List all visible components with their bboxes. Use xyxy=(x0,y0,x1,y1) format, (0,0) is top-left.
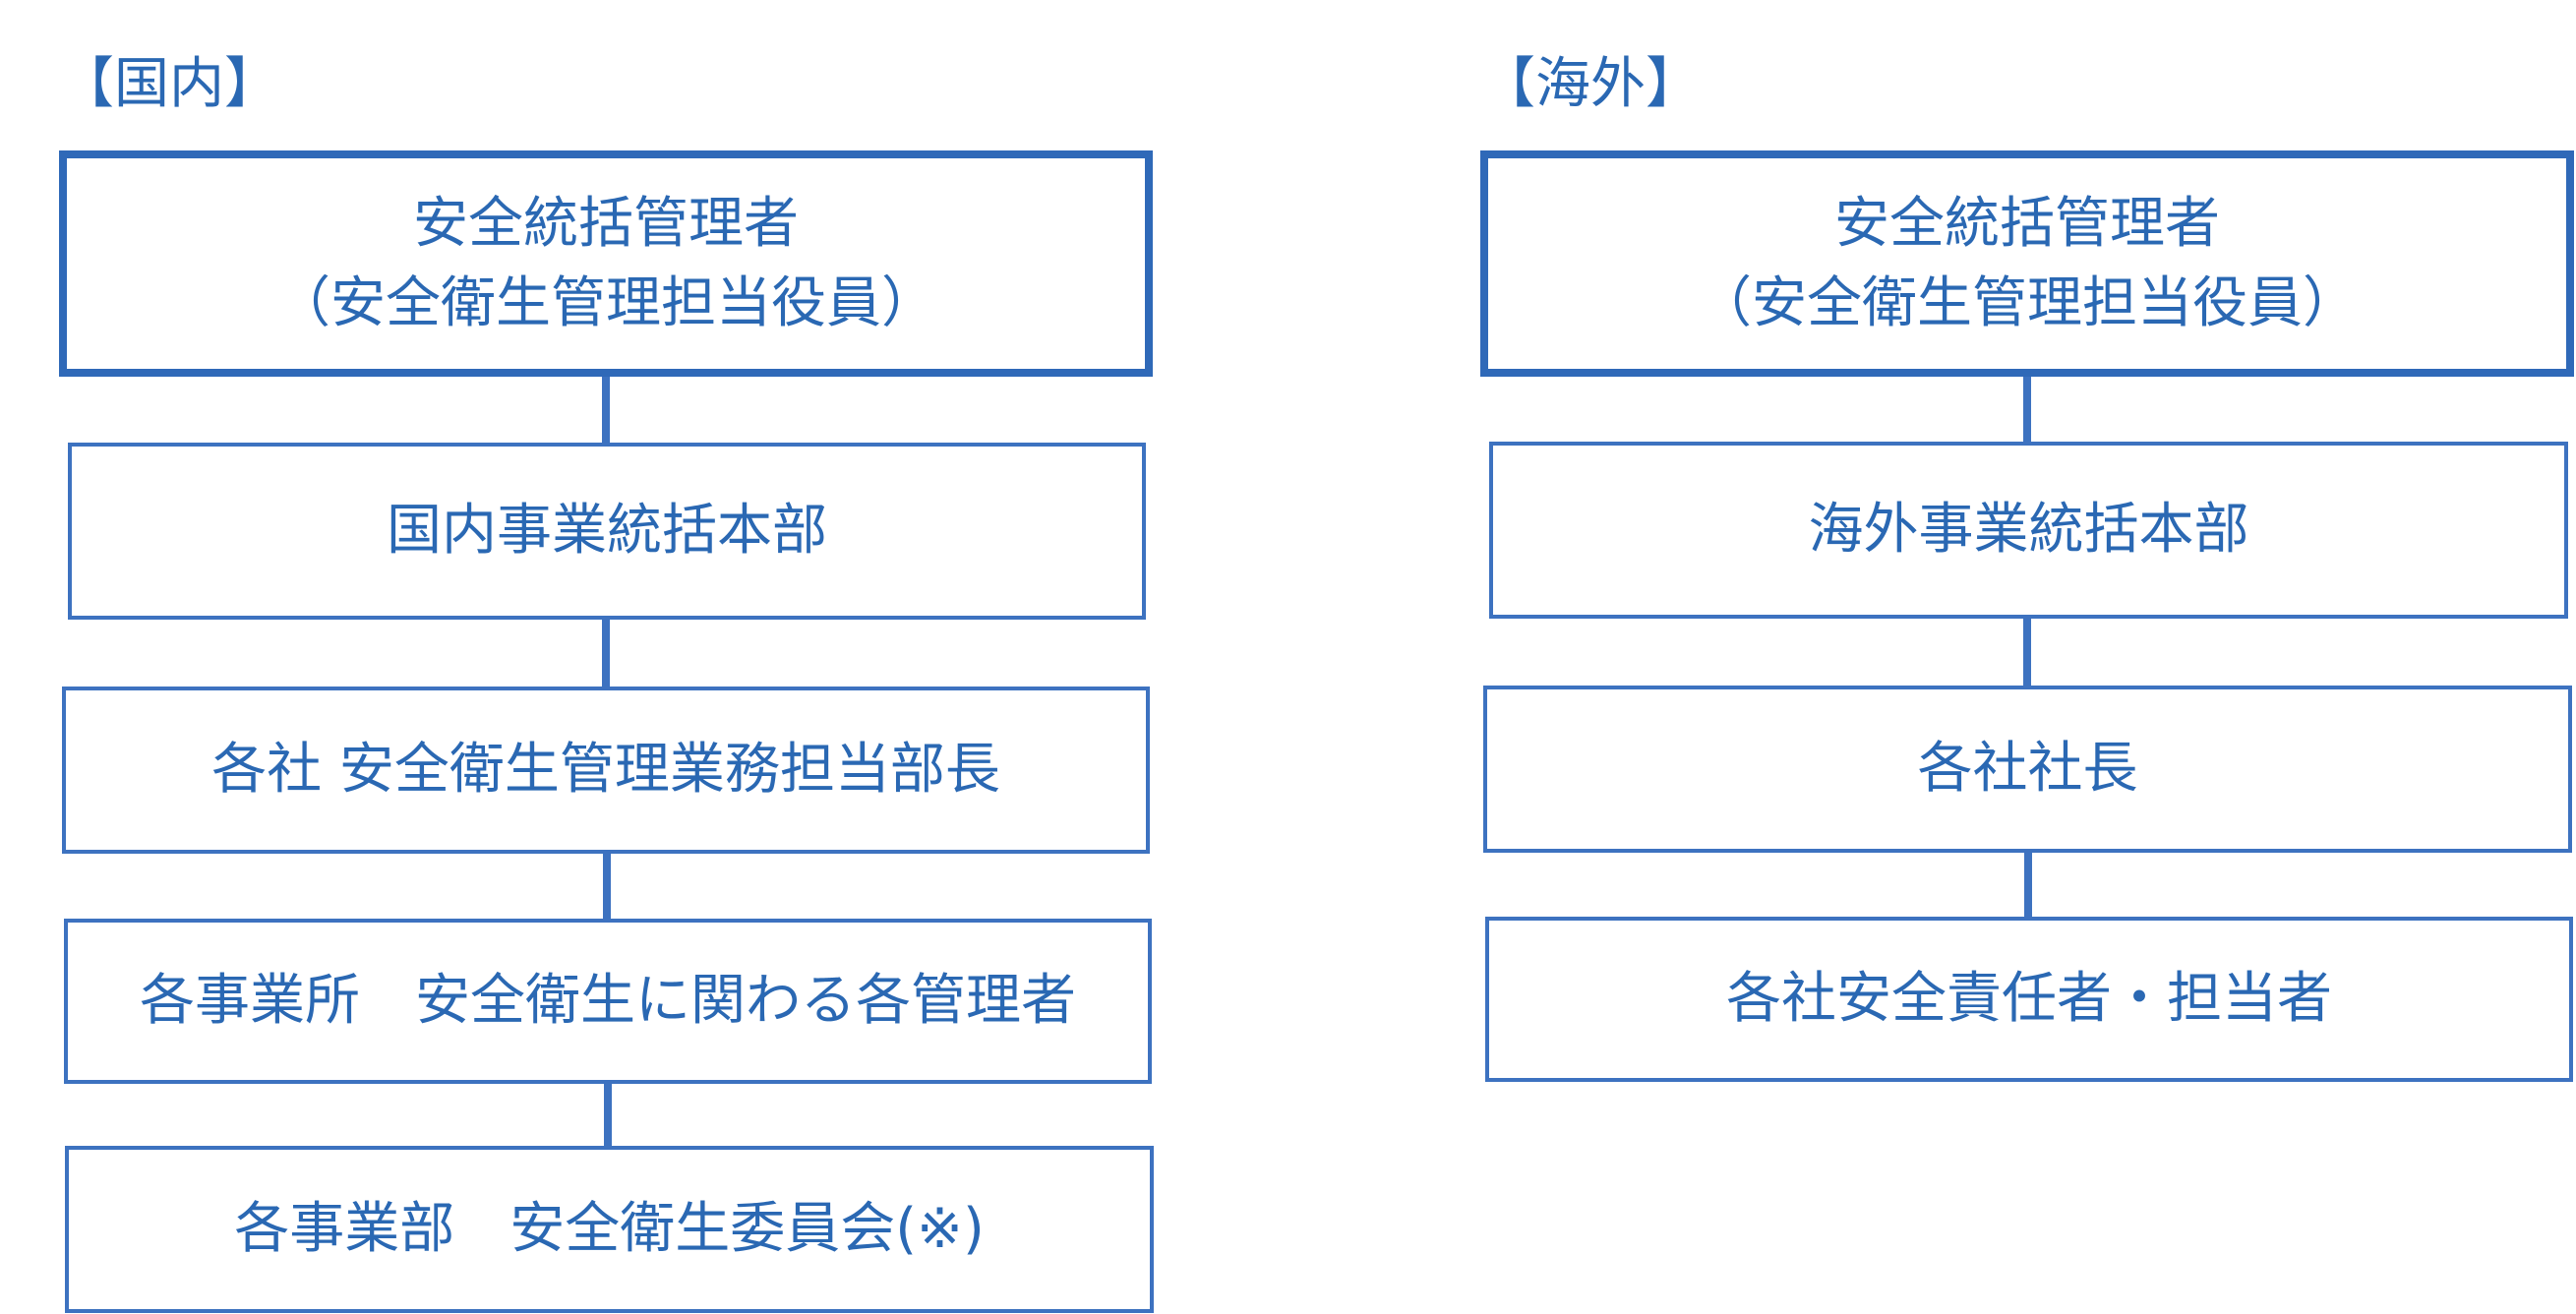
overseas-connector-1 xyxy=(2023,369,2031,445)
overseas-company-president-box: 各社社長 xyxy=(1483,686,2572,853)
domestic-business-headquarters-box: 国内事業統括本部 xyxy=(68,443,1146,620)
box-title: 安全統括管理者 xyxy=(1834,191,2220,256)
overseas-section-label: 【海外】 xyxy=(1480,52,1701,116)
box-subtitle: （安全衛生管理担当役員） xyxy=(1697,271,2358,335)
overseas-safety-general-manager-box: 安全統括管理者 （安全衛生管理担当役員） xyxy=(1480,150,2574,377)
box-title: 海外事業統括本部 xyxy=(1808,498,2249,563)
domestic-company-safety-manager-box: 各社 安全衛生管理業務担当部長 xyxy=(62,687,1150,854)
box-title: 各社安全責任者・担当者 xyxy=(1726,967,2332,1032)
domestic-connector-1 xyxy=(602,369,610,445)
overseas-safety-officers-box: 各社安全責任者・担当者 xyxy=(1485,917,2573,1082)
box-subtitle: （安全衛生管理担当役員） xyxy=(275,271,936,335)
box-title: 安全統括管理者 xyxy=(413,191,799,256)
domestic-connector-3 xyxy=(603,852,611,921)
domestic-office-managers-box: 各事業所 安全衛生に関わる各管理者 xyxy=(64,919,1152,1084)
box-title: 各社 安全衛生管理業務担当部長 xyxy=(211,738,1000,803)
box-title: 国内事業統括本部 xyxy=(387,499,827,564)
overseas-connector-3 xyxy=(2024,850,2032,919)
domestic-connector-4 xyxy=(604,1082,612,1148)
box-title: 各社社長 xyxy=(1917,737,2138,802)
overseas-connector-2 xyxy=(2023,617,2031,687)
box-title: 各事業部 安全衛生委員会(※) xyxy=(234,1197,985,1262)
domestic-connector-2 xyxy=(602,618,610,688)
overseas-business-headquarters-box: 海外事業統括本部 xyxy=(1489,442,2568,619)
box-title: 各事業所 安全衛生に関わる各管理者 xyxy=(140,969,1076,1034)
domestic-safety-general-manager-box: 安全統括管理者 （安全衛生管理担当役員） xyxy=(59,150,1153,377)
domestic-section-label: 【国内】 xyxy=(59,52,279,116)
domestic-safety-committee-box: 各事業部 安全衛生委員会(※) xyxy=(65,1146,1154,1313)
